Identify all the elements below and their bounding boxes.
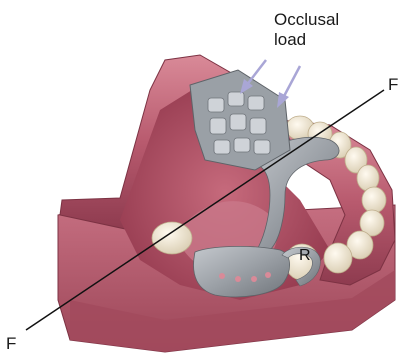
rest-label: R — [299, 248, 311, 264]
occlusal-load-label-line1: Occlusal — [274, 10, 339, 30]
occlusal-load-label: Occlusal load — [274, 10, 339, 50]
occlusal-load-label-line2: load — [274, 30, 339, 50]
lower-saddle-frame — [194, 246, 290, 297]
fulcrum-top-label: F — [388, 76, 398, 93]
fulcrum-bottom-label: F — [6, 335, 16, 352]
extension-base-saddle — [190, 70, 290, 170]
